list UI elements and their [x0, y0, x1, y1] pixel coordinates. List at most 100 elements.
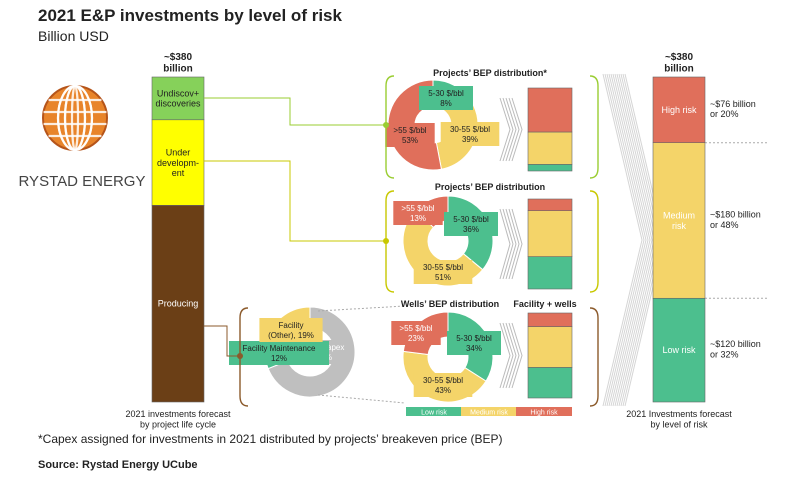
chevron-arrow: [511, 322, 523, 389]
legend-swatch-low-risk: [406, 407, 462, 416]
risk-total-segment-medium-risk: [652, 142, 706, 299]
donut-undiscovered-title: Projects’ BEP distribution*: [433, 68, 547, 78]
logo-text: RYSTAD ENERGY: [19, 173, 146, 190]
chevron-arrow: [505, 208, 517, 280]
risk-stack-segment-high-risk: [527, 198, 573, 211]
legend-swatch-medium-risk: [461, 407, 517, 416]
risk-total-segment-high-risk: [652, 76, 706, 143]
donut-wells-label-2-box: [391, 321, 441, 345]
risk-total-label: High risk: [661, 105, 697, 115]
bracket-undiscovered-right: [589, 75, 599, 179]
risk-total-segment-low-risk: [652, 297, 706, 403]
chevron-arrow: [499, 322, 511, 389]
donut-producing-label-2-box: [259, 318, 323, 342]
lifecycle-segment-under-developm-ent: [151, 119, 205, 206]
bracket-underdev-right: [589, 190, 599, 293]
page-title: 2021 E&P investments by level of risk: [38, 6, 342, 25]
donut-underdev-title: Projects’ BEP distribution: [435, 182, 545, 192]
donut-underdev-label-1-box: [413, 260, 473, 284]
chevron-arrow: [499, 97, 511, 162]
connector-dot: [383, 238, 389, 244]
donut-underdev-label-2-box: [393, 201, 443, 225]
chevron-arrow: [511, 208, 523, 280]
big-chevron-arrow: [608, 73, 649, 407]
chevron-arrow: [511, 97, 523, 162]
bracket-producing-right: [589, 307, 599, 407]
big-chevron-arrow: [602, 73, 643, 407]
risk-stack-segment-low-risk: [527, 164, 573, 172]
donut-wells-label-0-box: [447, 331, 501, 355]
donut-underdev-label-0-box: [444, 212, 498, 236]
footnote: *Capex assigned for investments in 2021 …: [38, 432, 503, 446]
legend-label-low-risk: Low risk: [421, 410, 447, 417]
connector-dot: [383, 122, 389, 128]
big-chevron-arrow: [606, 73, 647, 407]
rystad-globe-icon: [42, 84, 108, 152]
legend-label-high-risk: High risk: [530, 410, 558, 417]
chevron-arrow: [499, 208, 511, 280]
chevron-arrow: [505, 97, 517, 162]
chevron-arrow: [508, 97, 520, 162]
legend-swatch-high-risk: [516, 407, 572, 416]
chevron-arrow: [502, 97, 514, 162]
lifecycle-label: Undiscov+discoveries: [155, 88, 201, 108]
chevron-arrow: [508, 322, 520, 389]
risk-stack-segment-medium-risk: [527, 131, 573, 165]
chevron-arrow: [505, 322, 517, 389]
connector-dot: [237, 353, 243, 359]
connector-producing: [204, 325, 240, 357]
connector-dotted: [317, 394, 406, 404]
source-note: Source: Rystad Energy UCube: [38, 459, 198, 471]
big-chevron-arrow: [612, 73, 653, 407]
risk-stack-segment-medium-risk: [527, 210, 573, 257]
risk-stack-segment-medium-risk: [527, 326, 573, 368]
donut-undiscovered-label-1-box: [440, 122, 500, 146]
donut-wells-title: Wells’ BEP distribution: [401, 299, 499, 309]
risk-total-label: Low risk: [662, 345, 696, 355]
facility-wells-title: Facility + wells: [513, 299, 576, 309]
connector-underdev: [204, 160, 386, 242]
big-chevron-arrow: [610, 73, 651, 407]
lifecycle-label: Producing: [158, 299, 199, 309]
donut-undiscovered-label-2-box: [385, 123, 435, 147]
donut-producing-label-1-box: [229, 341, 329, 365]
connector-dotted: [317, 305, 406, 312]
legend-label-medium-risk: Medium risk: [470, 410, 508, 417]
logo-meridian: [56, 84, 94, 152]
logo-globe: [43, 86, 107, 150]
chevron-arrow: [502, 208, 514, 280]
chevron-arrow: [502, 322, 514, 389]
donut-undiscovered-label-0-box: [419, 86, 473, 110]
risk-stack-segment-low-risk: [527, 367, 573, 399]
lifecycle-segment-producing: [151, 204, 205, 403]
risk-stack-segment-low-risk: [527, 256, 573, 290]
connector-undiscovered: [204, 97, 386, 126]
page-subtitle: Billion USD: [38, 28, 109, 44]
lifecycle-segment-undiscov-discoveries: [151, 76, 205, 121]
big-chevron-arrow: [604, 73, 645, 407]
donut-wells-label-1-box: [413, 373, 473, 397]
risk-stack-segment-high-risk: [527, 312, 573, 327]
risk-stack-segment-high-risk: [527, 87, 573, 133]
